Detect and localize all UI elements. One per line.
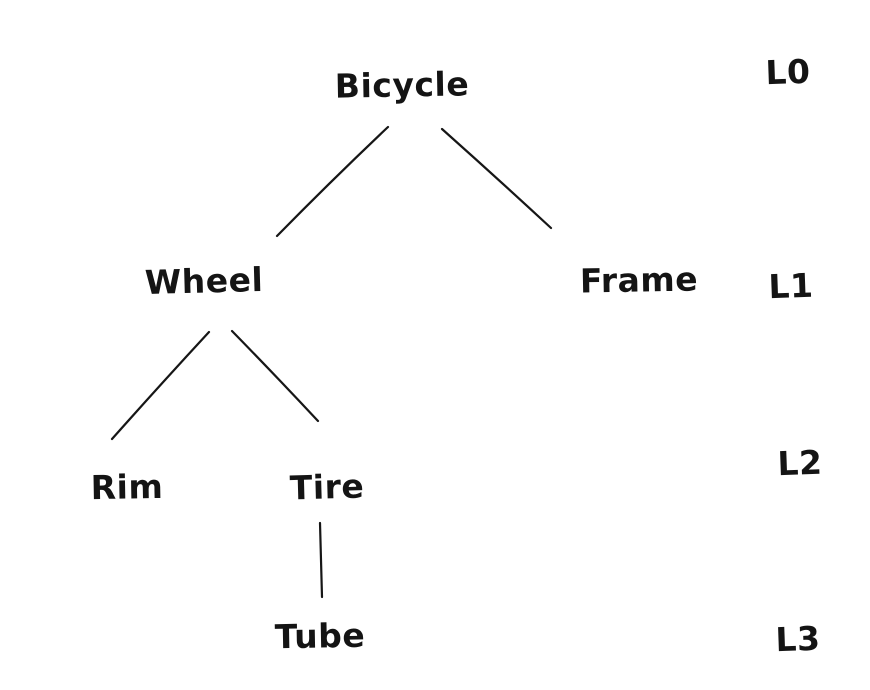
level-label-l2: L2 — [776, 442, 824, 484]
node-bicycle: Bicycle — [334, 64, 470, 106]
edge-wheel-tire — [230, 329, 320, 423]
node-tube: Tube — [274, 615, 366, 657]
node-tire: Tire — [289, 466, 365, 508]
edge-tire-tube — [318, 521, 324, 599]
edge-bicycle-wheel — [275, 125, 390, 238]
node-frame: Frame — [579, 259, 699, 301]
level-label-l0: L0 — [764, 51, 812, 93]
edge-wheel-rim — [110, 330, 211, 441]
node-wheel: Wheel — [144, 259, 264, 303]
level-label-l1: L1 — [767, 265, 815, 307]
level-label-l3: L3 — [774, 618, 822, 660]
edge-bicycle-frame — [440, 127, 553, 230]
node-rim: Rim — [90, 466, 164, 508]
